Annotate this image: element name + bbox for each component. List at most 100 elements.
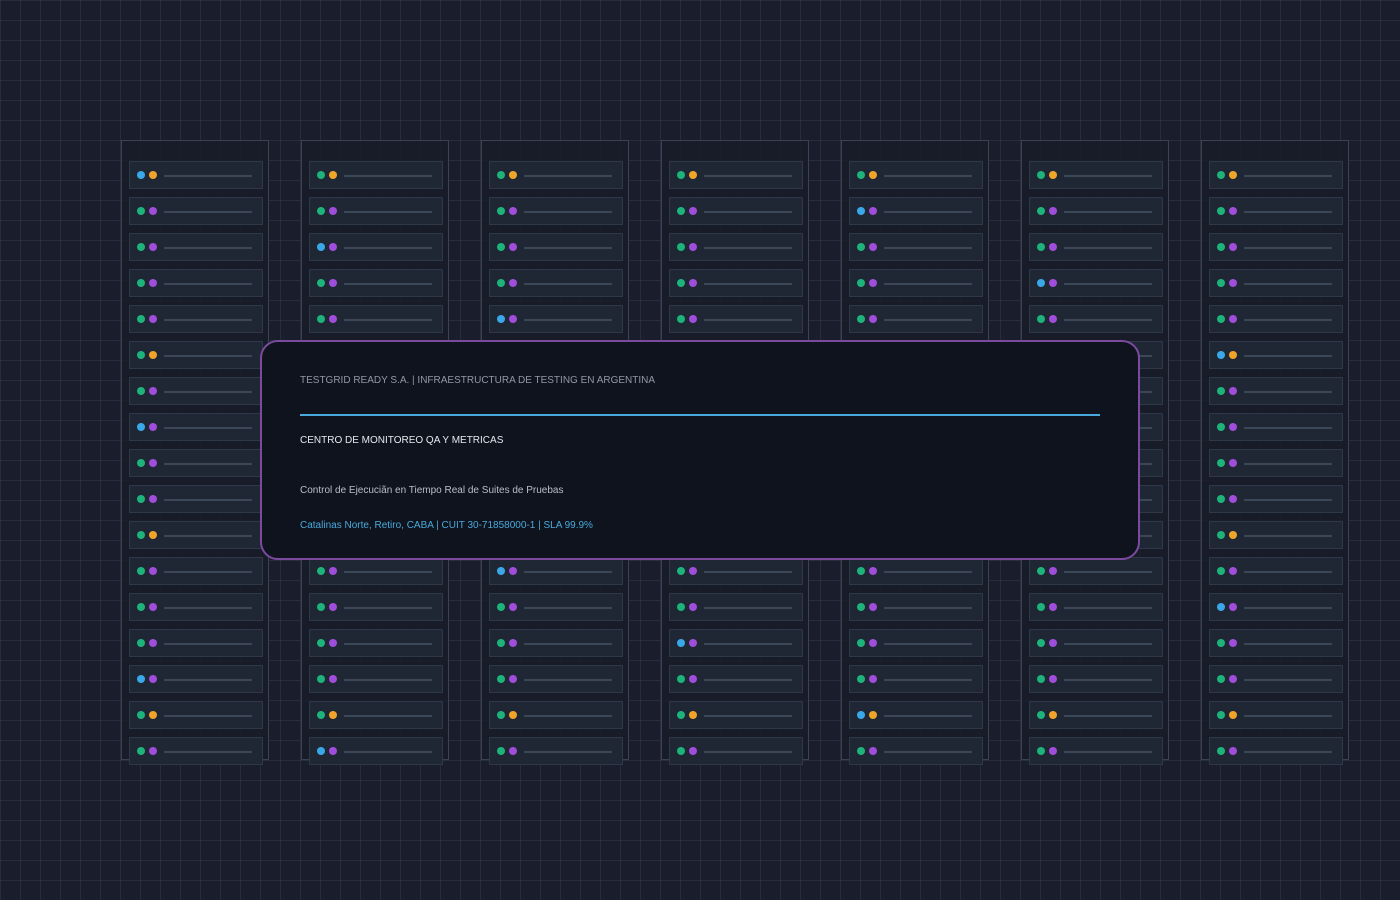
status-led-icon	[497, 711, 505, 719]
unit-slot-bar	[1244, 463, 1332, 465]
status-led-icon	[1229, 639, 1237, 647]
unit-slot-bar	[344, 607, 432, 609]
status-led-icon	[869, 207, 877, 215]
status-led-icon	[137, 351, 145, 359]
server-unit	[309, 737, 443, 765]
server-unit	[489, 269, 623, 297]
unit-slot-bar	[884, 571, 972, 573]
status-led-icon	[1217, 207, 1225, 215]
server-unit	[489, 737, 623, 765]
server-unit	[129, 557, 263, 585]
status-led-icon	[137, 531, 145, 539]
server-unit	[129, 161, 263, 189]
status-led-icon	[149, 423, 157, 431]
unit-slot-bar	[164, 499, 252, 501]
status-led-icon	[1037, 315, 1045, 323]
status-led-icon	[509, 315, 517, 323]
server-unit	[1209, 197, 1343, 225]
status-led-icon	[1049, 675, 1057, 683]
status-led-icon	[1229, 711, 1237, 719]
status-led-icon	[137, 711, 145, 719]
server-unit	[129, 485, 263, 513]
server-unit	[849, 557, 983, 585]
server-unit	[669, 269, 803, 297]
status-led-icon	[137, 747, 145, 755]
server-unit	[1029, 737, 1163, 765]
status-led-icon	[149, 243, 157, 251]
server-rack	[1201, 140, 1349, 765]
server-unit	[1209, 413, 1343, 441]
status-led-icon	[1229, 675, 1237, 683]
server-unit	[1029, 629, 1163, 657]
status-led-icon	[317, 279, 325, 287]
unit-slot-bar	[1244, 319, 1332, 321]
server-unit	[309, 197, 443, 225]
server-unit	[489, 233, 623, 261]
unit-slot-bar	[1064, 607, 1152, 609]
server-unit	[129, 413, 263, 441]
server-unit	[1029, 269, 1163, 297]
status-led-icon	[497, 567, 505, 575]
status-led-icon	[137, 243, 145, 251]
server-unit	[849, 593, 983, 621]
unit-slot-bar	[524, 175, 612, 177]
status-led-icon	[137, 459, 145, 467]
unit-slot-bar	[884, 319, 972, 321]
unit-slot-bar	[1064, 175, 1152, 177]
status-led-icon	[1037, 603, 1045, 611]
server-unit	[849, 737, 983, 765]
unit-slot-bar	[704, 751, 792, 753]
status-led-icon	[1229, 423, 1237, 431]
status-led-icon	[329, 279, 337, 287]
status-led-icon	[497, 603, 505, 611]
status-led-icon	[857, 243, 865, 251]
status-led-icon	[317, 711, 325, 719]
unit-slot-bar	[524, 247, 612, 249]
status-led-icon	[869, 315, 877, 323]
unit-slot-bar	[164, 571, 252, 573]
unit-slot-bar	[344, 571, 432, 573]
unit-slot-bar	[1244, 247, 1332, 249]
server-unit	[309, 161, 443, 189]
unit-slot-bar	[1064, 283, 1152, 285]
status-led-icon	[857, 567, 865, 575]
status-led-icon	[1217, 603, 1225, 611]
unit-slot-bar	[1244, 427, 1332, 429]
status-led-icon	[1049, 171, 1057, 179]
status-led-icon	[329, 567, 337, 575]
server-unit	[669, 593, 803, 621]
status-led-icon	[317, 603, 325, 611]
unit-slot-bar	[1064, 571, 1152, 573]
unit-slot-bar	[344, 715, 432, 717]
unit-slot-bar	[1064, 247, 1152, 249]
server-unit	[849, 629, 983, 657]
status-led-icon	[137, 603, 145, 611]
status-led-icon	[509, 243, 517, 251]
status-led-icon	[677, 747, 685, 755]
server-unit	[129, 629, 263, 657]
server-unit	[1209, 701, 1343, 729]
status-led-icon	[149, 747, 157, 755]
unit-slot-bar	[1064, 211, 1152, 213]
status-led-icon	[1049, 243, 1057, 251]
server-unit	[129, 521, 263, 549]
status-led-icon	[857, 639, 865, 647]
status-led-icon	[857, 315, 865, 323]
status-led-icon	[689, 675, 697, 683]
status-led-icon	[1037, 243, 1045, 251]
unit-slot-bar	[164, 535, 252, 537]
unit-slot-bar	[704, 607, 792, 609]
server-unit	[129, 377, 263, 405]
unit-slot-bar	[524, 643, 612, 645]
accent-divider	[300, 414, 1100, 416]
unit-slot-bar	[344, 751, 432, 753]
unit-slot-bar	[704, 571, 792, 573]
unit-slot-bar	[704, 715, 792, 717]
status-led-icon	[149, 279, 157, 287]
status-led-icon	[857, 171, 865, 179]
unit-slot-bar	[884, 211, 972, 213]
page-subtitle: Control de Ejecuciãn en Tiempo Real de S…	[300, 485, 564, 496]
unit-slot-bar	[1244, 211, 1332, 213]
unit-slot-bar	[164, 247, 252, 249]
status-led-icon	[689, 279, 697, 287]
